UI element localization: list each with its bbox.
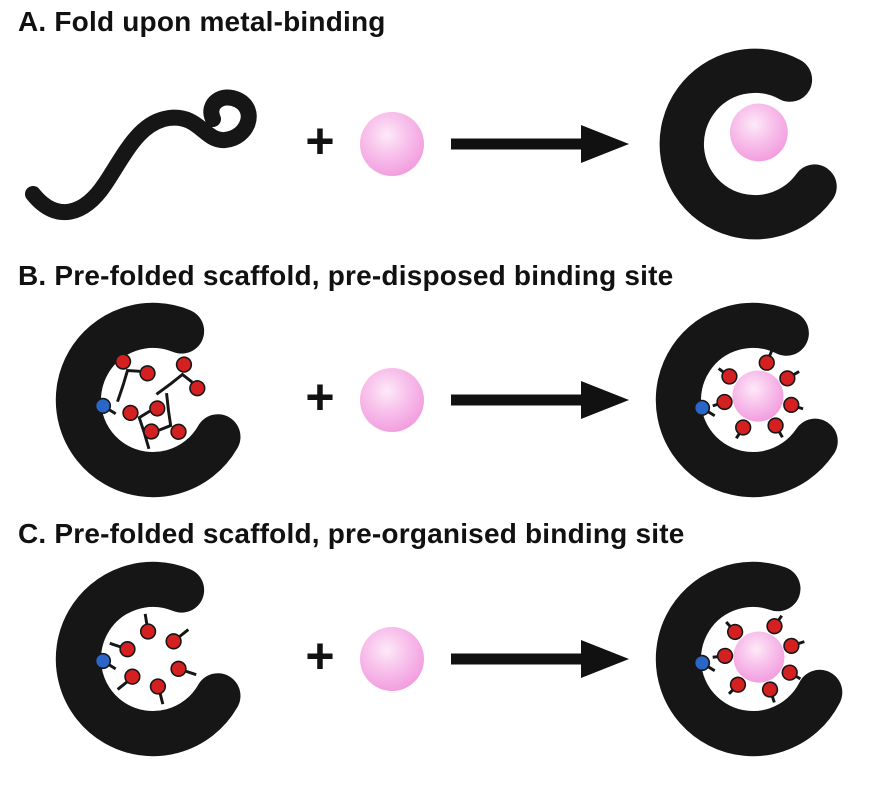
panel-b-arrow — [446, 379, 634, 421]
panel-b-title: B. Pre-folded scaffold, pre-disposed bin… — [18, 260, 674, 292]
plus-sign: + — [305, 627, 335, 684]
unfolded-peptide — [25, 89, 257, 221]
bound-metal-ion — [729, 103, 788, 162]
panel-b-row: + — [12, 292, 865, 508]
arrow-glyph — [451, 381, 629, 420]
panel-c-row: + — [12, 551, 865, 767]
panel-b-metal — [352, 364, 432, 436]
metal-with-donor-shell — [711, 349, 805, 441]
panel-b: B. Pre-folded scaffold, pre-disposed bin… — [12, 260, 865, 508]
panel-c-metal — [352, 623, 432, 695]
arrow-glyph — [451, 125, 629, 164]
metal-ion — [360, 112, 424, 177]
nitrogen-donor — [693, 653, 717, 672]
metal-ion-sphere — [360, 626, 424, 691]
plus-sign: + — [305, 113, 335, 170]
metal-ion — [360, 368, 424, 433]
reaction-arrow — [451, 639, 629, 678]
bound-complex-preorganised — [645, 551, 861, 767]
panel-a-left-figure — [12, 58, 294, 230]
figure-metal-binding-strategies: A. Fold upon metal-binding + — [12, 6, 877, 767]
panel-c-title: C. Pre-folded scaffold, pre-organised bi… — [18, 518, 685, 550]
prefolded-scaffold-predisposed-site — [45, 292, 261, 508]
reaction-arrow — [451, 381, 629, 420]
nitrogen-donor — [94, 397, 118, 416]
metal-ion-sphere — [360, 368, 424, 433]
nitrogen-donor — [94, 651, 118, 670]
panel-b-right-figure — [645, 292, 861, 508]
panel-c-left-figure — [12, 551, 294, 767]
protein-scaffold — [51, 557, 255, 761]
plus-sign: + — [305, 369, 335, 426]
preorganised-donor-ring — [109, 613, 197, 705]
panel-a-right-figure — [649, 38, 861, 250]
panel-a-arrow — [446, 123, 634, 165]
panel-c-right-figure — [645, 551, 861, 767]
panel-c-arrow — [446, 638, 634, 680]
panel-a: A. Fold upon metal-binding + — [12, 6, 865, 250]
protein-scaffold — [51, 298, 255, 502]
panel-b-left-figure — [12, 292, 294, 508]
metal-ion-sphere — [360, 112, 424, 177]
metal-ion — [360, 626, 424, 691]
nitrogen-donor — [693, 399, 717, 418]
panel-a-title: A. Fold upon metal-binding — [18, 6, 386, 37]
peptide-squiggle — [25, 89, 257, 221]
panel-a-metal — [352, 108, 432, 180]
bound-complex-predisposed — [645, 292, 861, 508]
panel-a-row: + — [12, 38, 865, 250]
arrow-glyph — [451, 639, 629, 678]
folded-scaffold-with-metal — [649, 38, 861, 250]
prefolded-scaffold-preorganised-site — [45, 551, 261, 767]
panel-c: C. Pre-folded scaffold, pre-organised bi… — [12, 518, 865, 766]
reaction-arrow — [451, 125, 629, 164]
